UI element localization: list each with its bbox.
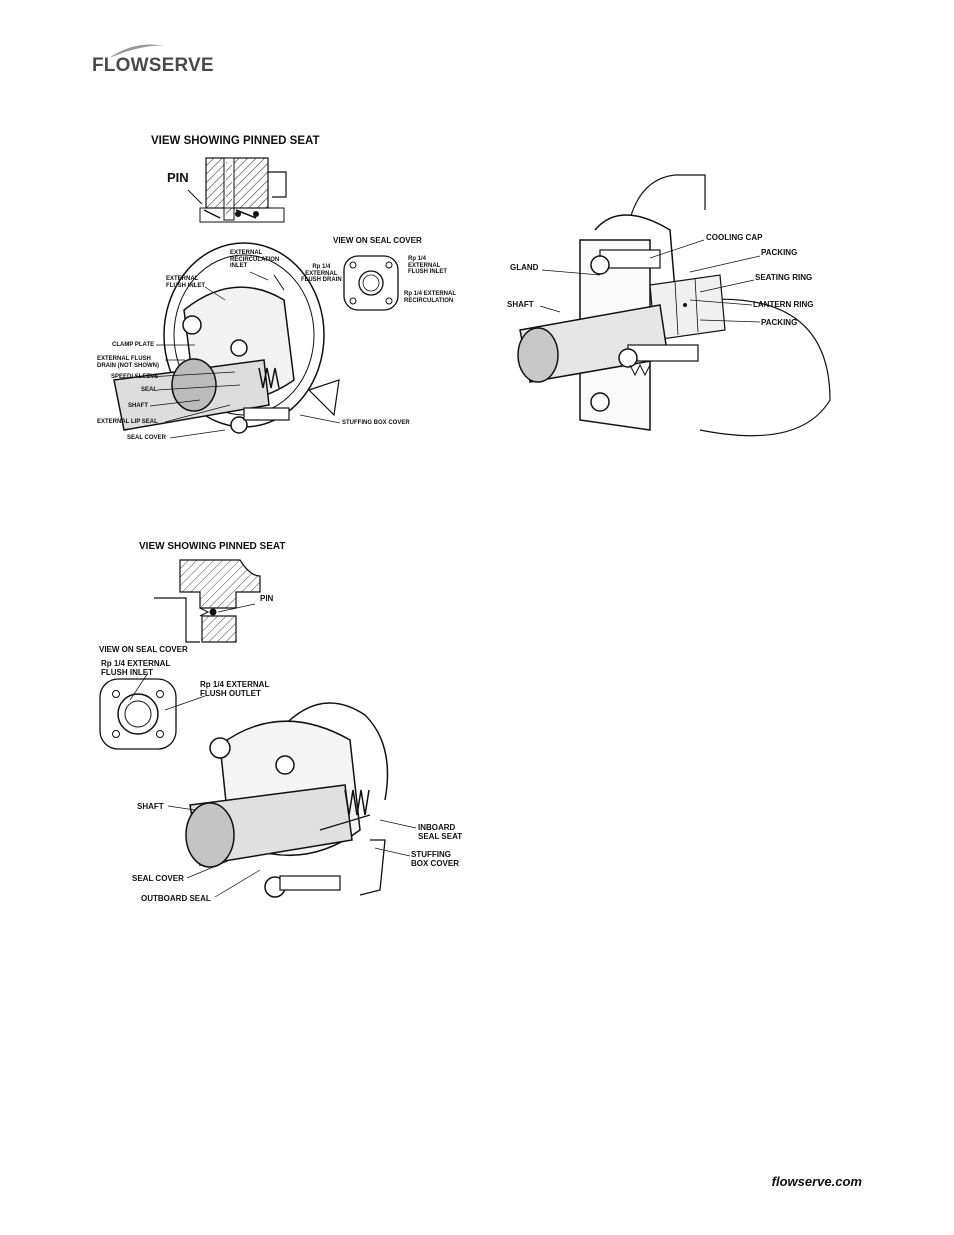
fig2-label-packing-2: PACKING xyxy=(761,318,798,327)
fig3-pinned-seat-section xyxy=(154,559,261,643)
fig3-pin-label: PIN xyxy=(260,594,274,603)
fig1-label-ext-recirc-inlet: EXTERNAL RECIRCULATION INLET xyxy=(230,250,280,269)
fig3-view-title: VIEW ON SEAL COVER xyxy=(99,645,188,654)
fig2-label-cooling-cap: COOLING CAP xyxy=(706,233,763,242)
fig3-label-inboard-seal-seat: INBOARD SEAL SEAT xyxy=(418,823,463,841)
fig1-view-title: VIEW ON SEAL COVER xyxy=(333,236,422,245)
fig1-label-seal: SEAL xyxy=(141,387,158,393)
fig1-seal-assembly-drawing xyxy=(113,242,340,434)
fig3-seal-cover-view xyxy=(99,678,177,750)
fig3-title: VIEW SHOWING PINNED SEAT xyxy=(139,541,286,552)
fig3-label-rp-flush-outlet: Rp 1/4 EXTERNAL FLUSH OUTLET xyxy=(200,680,270,698)
fig2-label-gland: GLAND xyxy=(510,263,539,272)
fig1-label-ext-flush-drain: EXTERNAL FLUSH DRAIN (NOT SHOWN) xyxy=(97,356,159,369)
flowserve-logo: FLOWSERVE xyxy=(92,55,214,76)
fig1-pinned-seat-section xyxy=(187,157,287,223)
fig3-label-outboard-seal: OUTBOARD SEAL xyxy=(141,894,211,903)
fig2-label-seating-ring: SEATING RING xyxy=(755,273,813,282)
fig1-label-clamp-plate: CLAMP PLATE xyxy=(112,342,155,348)
fig1-label-seal-cover: SEAL COVER xyxy=(127,435,166,441)
footer-website[interactable]: flowserve.com xyxy=(771,1174,862,1189)
fig2-label-lantern-ring: LANTERN RING xyxy=(753,300,814,309)
fig2-label-shaft: SHAFT xyxy=(507,300,534,309)
flowserve-logo-swoosh-icon xyxy=(109,44,165,58)
fig1-pin-label: PIN xyxy=(167,170,189,185)
fig1-label-ext-flush-inlet: EXTERNAL FLUSH INLET xyxy=(166,276,205,289)
fig2-label-packing-1: PACKING xyxy=(761,248,798,257)
fig1-label-rp-inlet: Rp 1/4 EXTERNAL FLUSH INLET xyxy=(408,256,447,275)
fig1-label-stuffing-box-cover: STUFFING BOX COVER xyxy=(342,420,410,426)
fig3-seal-assembly-drawing xyxy=(185,702,389,898)
fig1-title: VIEW SHOWING PINNED SEAT xyxy=(151,135,320,147)
fig2-packing-drawing xyxy=(517,174,831,437)
fig1-label-speedi-sleeve: SPEEDI SLEEVE xyxy=(111,374,159,380)
fig1-label-shaft: SHAFT xyxy=(128,403,148,409)
fig3-label-rp-flush-inlet: Rp 1/4 EXTERNAL FLUSH INLET xyxy=(101,659,171,677)
fig1-seal-cover-view xyxy=(343,255,399,311)
fig3-label-stuffing-box-cover: STUFFING BOX COVER xyxy=(411,850,460,868)
fig1-label-rp-drain: Rp 1/4 EXTERNAL FLUSH DRAIN xyxy=(301,264,342,283)
fig3-label-shaft: SHAFT xyxy=(137,802,164,811)
fig1-label-ext-lip-seal: EXTERNAL LIP SEAL xyxy=(97,419,158,425)
fig1-label-rp-recirc: Rp 1/4 EXTERNAL RECIRCULATION xyxy=(404,291,457,304)
fig3-label-seal-cover: SEAL COVER xyxy=(132,874,184,883)
